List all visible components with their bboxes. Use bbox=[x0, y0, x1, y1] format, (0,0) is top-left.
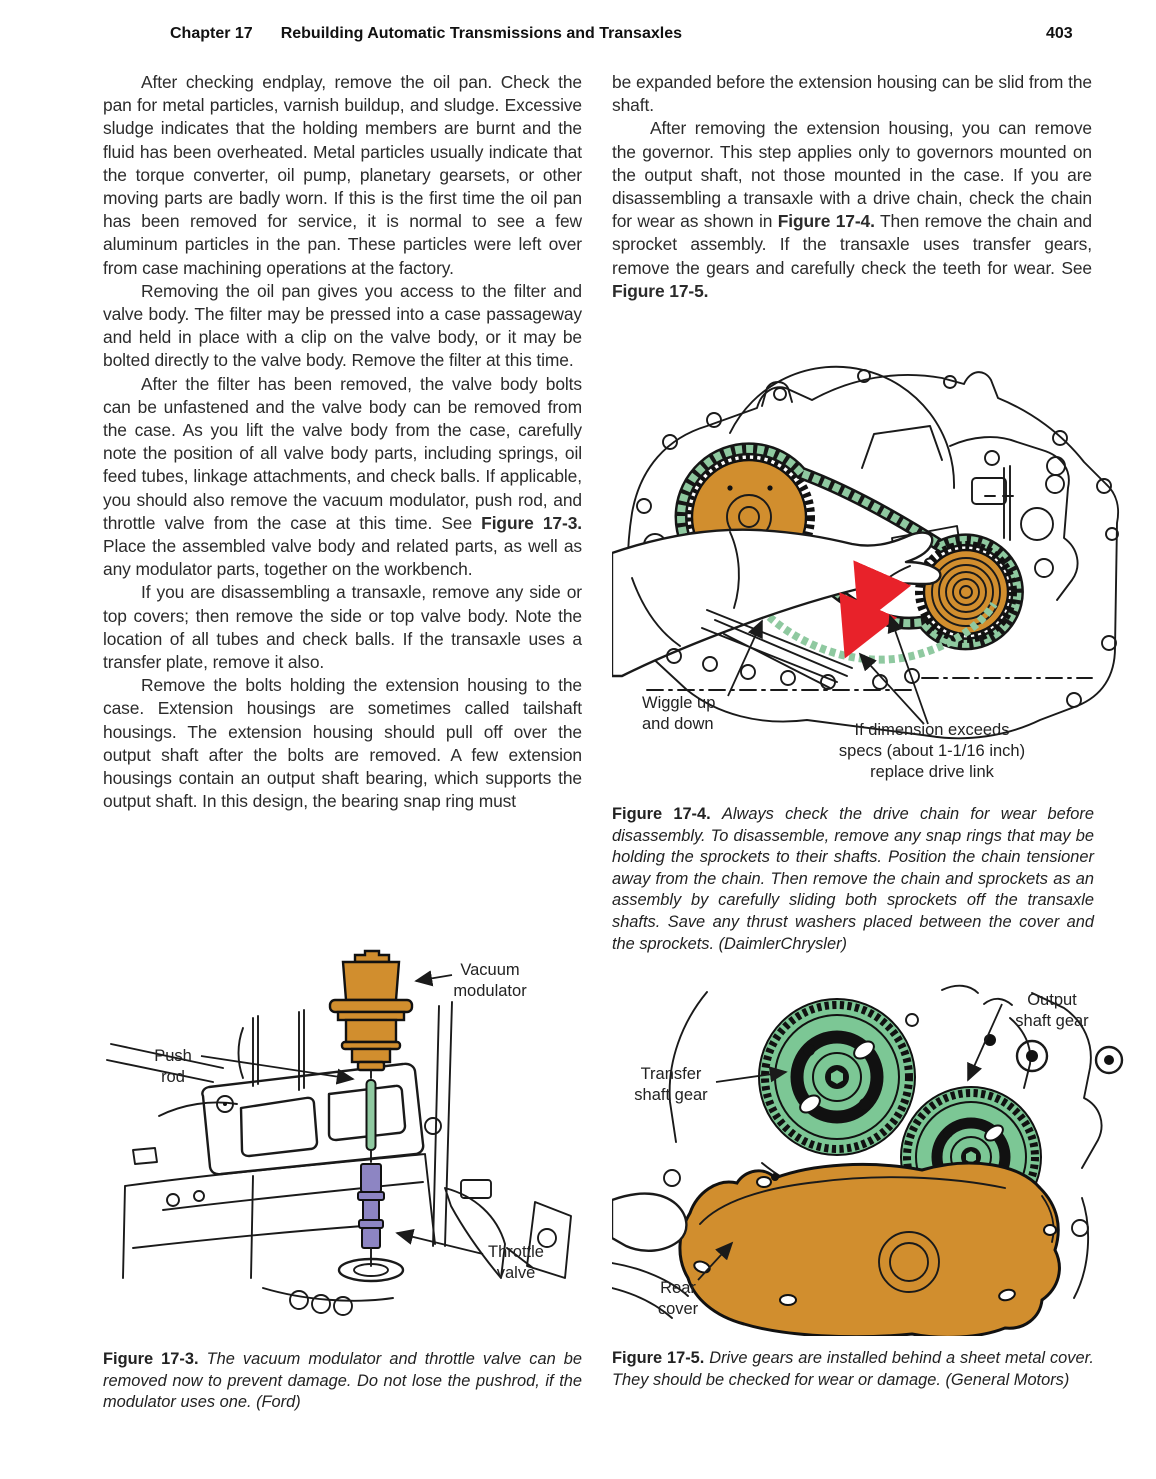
figure-17-3: Vacuum modulator Push rod Throttle valve bbox=[103, 948, 582, 1343]
dimension-label: If dimension exceeds specs (about 1-1/16… bbox=[838, 721, 1026, 781]
dimension-leader-line-2 bbox=[887, 614, 929, 725]
throttle-valve-drawing bbox=[357, 1163, 385, 1267]
dimension-leader-line-1 bbox=[858, 652, 925, 725]
vacuum-modulator-label: Vacuum modulator bbox=[453, 961, 527, 1000]
paragraph: Remove the bolts holding the extension h… bbox=[103, 675, 582, 812]
paragraph: be expanded before the extension housing… bbox=[612, 72, 1092, 116]
paragraph: If you are disassembling a transaxle, re… bbox=[103, 582, 582, 673]
figure-17-5: Output shaft gear Transfer shaft gear Re… bbox=[612, 978, 1132, 1336]
valve-body-ribs-drawing bbox=[631, 577, 1093, 691]
output-gear-leader-line bbox=[967, 1003, 1003, 1082]
right-text-column: be expanded before the extension housing… bbox=[612, 71, 1092, 303]
hand-drawing bbox=[612, 1192, 689, 1319]
figure-17-4-illustration bbox=[612, 365, 1120, 740]
rear-cover-leader-line bbox=[697, 1241, 734, 1281]
push-rod-drawing bbox=[365, 1079, 377, 1163]
throttle-valve-leader-line bbox=[395, 1228, 484, 1255]
page-number: 403 bbox=[1046, 25, 1073, 42]
red-wiggle-arrow bbox=[839, 560, 912, 659]
throttle-valve-label: Throttle valve bbox=[488, 1243, 544, 1282]
chapter-number: Chapter 17 bbox=[170, 25, 253, 42]
paragraph: After the filter has been removed, the v… bbox=[103, 373, 582, 580]
chapter-title: Rebuilding Automatic Transmissions and T… bbox=[280, 25, 682, 42]
rear-cover-label: Rear cover bbox=[657, 1279, 699, 1318]
push-rod-leader-line bbox=[200, 1055, 355, 1085]
page-header: Chapter 17 Rebuilding Automatic Transmis… bbox=[170, 25, 682, 43]
paragraph: Removing the oil pan gives you access to… bbox=[103, 280, 582, 371]
paragraph: After checking endplay, remove the oil p… bbox=[103, 72, 582, 278]
paragraph: After removing the extension housing, yo… bbox=[612, 118, 1092, 301]
transaxle-case-background bbox=[663, 984, 1124, 1299]
figure-17-4-caption: Figure 17-4. Always check the drive chai… bbox=[612, 805, 1094, 953]
figure-17-5-caption: Figure 17-5. Drive gears are installed b… bbox=[612, 1349, 1094, 1389]
figure-17-3-caption: Figure 17-3. The vacuum modulator and th… bbox=[103, 1350, 582, 1412]
transfer-shaft-gear-drawing bbox=[758, 998, 916, 1156]
figure-17-4: Wiggle up and down If dimension exceeds … bbox=[612, 338, 1132, 800]
wiggle-label: Wiggle up and down bbox=[642, 694, 716, 733]
hand-drawing bbox=[612, 528, 942, 678]
vacuum-modulator-drawing bbox=[328, 949, 414, 1079]
figure-17-5-illustration bbox=[612, 984, 1124, 1336]
transfer-shaft-gear-label: Transfer shaft gear bbox=[634, 1065, 708, 1104]
push-rod-label: Push rod bbox=[154, 1047, 192, 1086]
left-text-column: After checking endplay, remove the oil p… bbox=[103, 71, 582, 814]
output-shaft-gear-label: Output shaft gear bbox=[1015, 991, 1089, 1030]
rear-cover-drawing bbox=[678, 1161, 1061, 1336]
vacuum-modulator-leader-line bbox=[414, 970, 453, 987]
wiggle-leader-line bbox=[727, 619, 763, 697]
figure-17-3-illustration bbox=[106, 949, 572, 1316]
transfer-gear-leader-line bbox=[715, 1066, 788, 1083]
chain-slack-strand bbox=[759, 601, 998, 664]
